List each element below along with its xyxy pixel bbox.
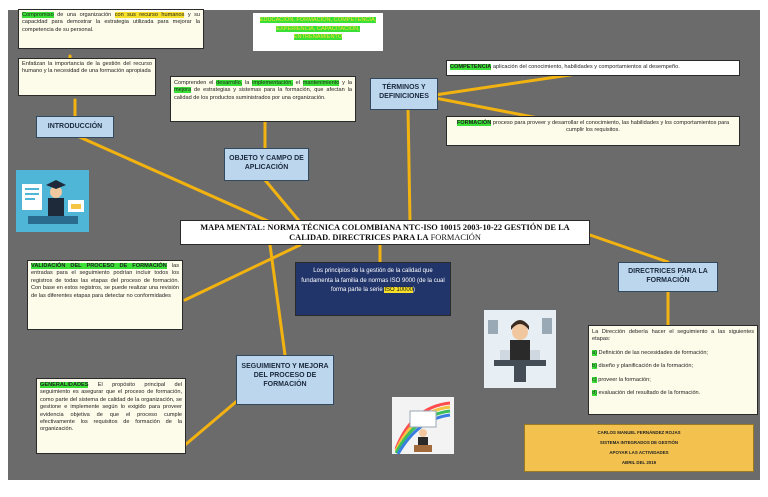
central-topic: MAPA MENTAL: NORMA TÉCNICA COLOMBIANA NT… — [180, 220, 590, 245]
topics-banner: EDUCACIÓN, FORMACIÓN, COMPETENCIA, EXPER… — [253, 13, 383, 51]
intro-note: Enfatizan la importancia de la gestión d… — [18, 58, 156, 96]
stages-note: La Dirección debería hacer el seguimient… — [588, 325, 758, 415]
node-introduccion: INTRODUCCIÓN — [36, 116, 114, 138]
credits-box: CARLOS MANUEL FERNÁNDEZ ROJAS SISTEMA IN… — [524, 424, 754, 472]
stage-item: b) diseño y planificación de la formació… — [592, 363, 694, 370]
node-objeto-campo: OBJETO Y CAMPO DE APLICACIÓN — [224, 148, 309, 181]
node-directrices: DIRECTRICES PARA LA FORMACIÓN — [618, 262, 718, 292]
scope-note: Comprenden el desarrollo, la implementac… — [170, 76, 356, 122]
connector-center-terms — [406, 106, 412, 224]
node-terminos: TÉRMINOS Y DEFINICIONES — [370, 78, 438, 110]
office-worker-illustration — [484, 310, 556, 388]
commitment-note: Compromiso de una organización con sus r… — [18, 9, 204, 49]
generalidades-note: GENERALIDADES El propósito principal del… — [36, 378, 186, 454]
graduation-illustration — [16, 170, 89, 232]
formacion-note: FORMACIÓN proceso para proveer y desarro… — [446, 116, 740, 146]
validation-note: VALIDACIÓN DEL PROCESO DE FORMACIÓN las … — [27, 260, 183, 330]
node-seguimiento: SEGUIMIENTO Y MEJORA DEL PROCESO DE FORM… — [236, 355, 334, 405]
stage-item: a) Definición de las necesidades de form… — [592, 349, 708, 356]
connector-center-followup — [268, 243, 287, 357]
competencia-note: COMPETENCIA aplicación del conocimiento,… — [446, 60, 740, 76]
connector-center-intro — [73, 133, 272, 224]
highlight: Compromiso — [22, 12, 54, 18]
stage-item: d) evaluación del resultado de la formac… — [592, 390, 701, 397]
connector-center-validation — [183, 243, 302, 302]
presenter-illustration — [392, 397, 454, 454]
connector-center-directrices — [588, 233, 670, 264]
connector-center-scope — [263, 178, 302, 224]
highlight: con sus recurso humanos — [114, 12, 185, 18]
principles-box: Los principios de la gestión de la calid… — [295, 262, 451, 316]
stage-item: c) proveer la formación; — [592, 376, 651, 383]
